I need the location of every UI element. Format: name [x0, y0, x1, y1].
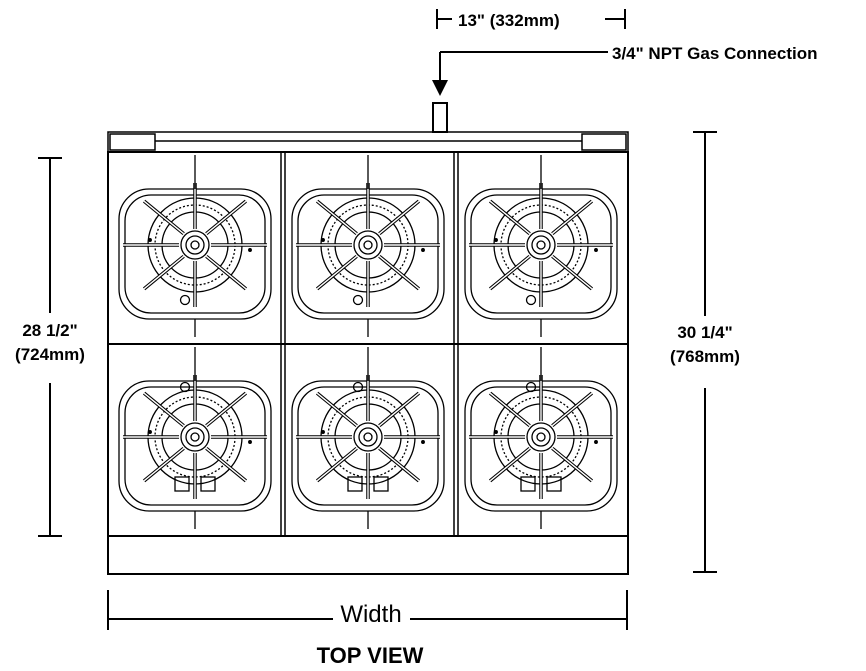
- igniter-port: [525, 294, 537, 306]
- burner-grid: [118, 155, 618, 529]
- range-body: [107, 131, 629, 575]
- igniter-port: [352, 294, 364, 306]
- depth-right-inches: 30 1/4": [677, 323, 732, 342]
- gas-offset-dimension: [436, 9, 626, 29]
- depth-right-mm: (768mm): [670, 347, 740, 366]
- burner-grate: [118, 347, 272, 529]
- igniter-port: [179, 381, 191, 393]
- burner-valve: [520, 476, 536, 492]
- depth-left-inches: 28 1/2": [22, 321, 77, 340]
- gas-connection-label: 3/4" NPT Gas Connection: [612, 44, 818, 63]
- depth-right-dimension: [693, 131, 717, 573]
- width-dimension: [107, 590, 628, 630]
- width-label: Width: [340, 601, 401, 628]
- burner-grate: [291, 347, 445, 529]
- view-title: TOP VIEW: [317, 643, 424, 668]
- burner-grate: [118, 155, 272, 337]
- burner-valve: [347, 476, 363, 492]
- burner-grate: [464, 347, 618, 529]
- igniter-port: [179, 294, 191, 306]
- burner-grate: [464, 155, 618, 337]
- gas-pipe: [432, 102, 448, 133]
- arrow-icon: [432, 80, 448, 96]
- igniter-port: [525, 381, 537, 393]
- depth-left-dimension: [38, 157, 62, 537]
- gas-offset-label: 13" (332mm): [458, 11, 560, 30]
- gas-connection-arrow: [439, 51, 608, 82]
- burner-grate: [291, 155, 445, 337]
- depth-left-mm: (724mm): [15, 345, 85, 364]
- burner-valve: [174, 476, 190, 492]
- igniter-port: [352, 381, 364, 393]
